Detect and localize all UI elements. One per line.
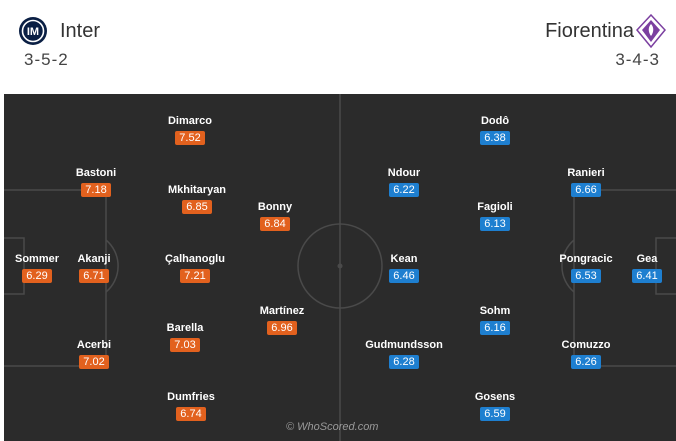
player-rating: 6.13 [480,217,510,231]
player-away-gosens[interactable]: Gosens 6.59 [435,391,555,422]
player-name: Ranieri [567,167,605,179]
watermark: © WhoScored.com [286,421,379,433]
player-rating: 6.84 [260,217,290,231]
player-home-dimarco[interactable]: Dimarco 7.52 [130,115,250,146]
player-rating: 6.28 [389,355,419,369]
player-name: Martínez [259,305,305,317]
player-name: Comuzzo [561,339,611,351]
svg-text:IM: IM [27,26,39,38]
player-name: Dumfries [167,391,215,403]
player-rating: 6.59 [480,407,510,421]
player-rating: 7.02 [79,355,109,369]
player-name: Gea [636,253,658,265]
player-name: Sohm [479,305,511,317]
player-away-dodo[interactable]: Dodô 6.38 [435,115,555,146]
player-home-sommer[interactable]: Sommer 6.29 [4,253,97,284]
away-team-name: Fiorentina [545,20,634,42]
match-header: IM Inter 3-5-2 Fiorentina 3-4-3 [0,0,676,92]
player-rating: 7.21 [180,269,210,283]
player-away-kean[interactable]: Kean 6.46 [344,253,464,284]
player-name: Sommer [14,253,60,265]
player-rating: 6.96 [267,321,297,335]
player-name: Çalhanoglu [165,253,225,265]
player-name: Gudmundsson [365,339,443,351]
fiorentina-logo-icon [636,13,666,53]
pitch: Dimarco 7.52 Bastoni 7.18 Mkhitaryan 6.8… [4,94,676,441]
player-rating: 6.22 [389,183,419,197]
player-name: Gosens [474,391,516,403]
player-rating: 6.85 [182,200,212,214]
player-name: Kean [390,253,418,265]
player-home-bonny[interactable]: Bonny 6.84 [215,201,335,232]
player-away-pongracic[interactable]: Pongracic 6.53 [526,253,646,284]
player-name: Ndour [387,167,421,179]
player-name: Mkhitaryan [167,184,227,196]
home-team-name: Inter [60,20,101,42]
player-name: Akanji [77,253,111,265]
player-rating: 7.18 [81,183,111,197]
player-rating: 6.38 [480,131,510,145]
player-away-gea[interactable]: Gea 6.41 [587,253,676,284]
player-rating: 6.53 [571,269,601,283]
player-home-calhanoglu[interactable]: Çalhanoglu 7.21 [135,253,255,284]
player-away-sohm[interactable]: Sohm 6.16 [435,305,555,336]
player-name: Pongracic [559,253,613,265]
player-away-gudmundsson[interactable]: Gudmundsson 6.28 [344,339,464,370]
player-rating: 7.52 [175,131,205,145]
player-rating: 7.03 [170,338,200,352]
player-rating: 6.16 [480,321,510,335]
player-name: Fagioli [477,201,513,213]
player-name: Dodô [480,115,510,127]
player-home-mkhitaryan[interactable]: Mkhitaryan 6.85 [137,184,257,215]
player-name: Dimarco [167,115,213,127]
player-rating: 6.41 [632,269,662,283]
player-away-ndour[interactable]: Ndour 6.22 [344,167,464,198]
player-home-barella[interactable]: Barella 7.03 [125,322,245,353]
player-away-comuzzo[interactable]: Comuzzo 6.26 [526,339,646,370]
player-rating: 6.26 [571,355,601,369]
player-rating: 6.66 [571,183,601,197]
player-rating: 6.46 [389,269,419,283]
player-home-bastoni[interactable]: Bastoni 7.18 [36,167,156,198]
player-away-fagioli[interactable]: Fagioli 6.13 [435,201,555,232]
player-home-akanji[interactable]: Akanji 6.71 [34,253,154,284]
away-formation: 3-4-3 [615,50,660,69]
player-home-martinez[interactable]: Martínez 6.96 [222,305,342,336]
player-away-ranieri[interactable]: Ranieri 6.66 [526,167,646,198]
player-name: Acerbi [76,339,112,351]
player-rating: 6.74 [176,407,206,421]
player-name: Bastoni [75,167,117,179]
home-formation: 3-5-2 [24,50,69,69]
player-home-dumfries[interactable]: Dumfries 6.74 [131,391,251,422]
player-rating: 6.71 [79,269,109,283]
inter-logo-icon: IM [18,16,48,51]
player-rating: 6.29 [22,269,52,283]
player-name: Bonny [257,201,293,213]
player-home-acerbi[interactable]: Acerbi 7.02 [34,339,154,370]
player-name: Barella [166,322,204,334]
